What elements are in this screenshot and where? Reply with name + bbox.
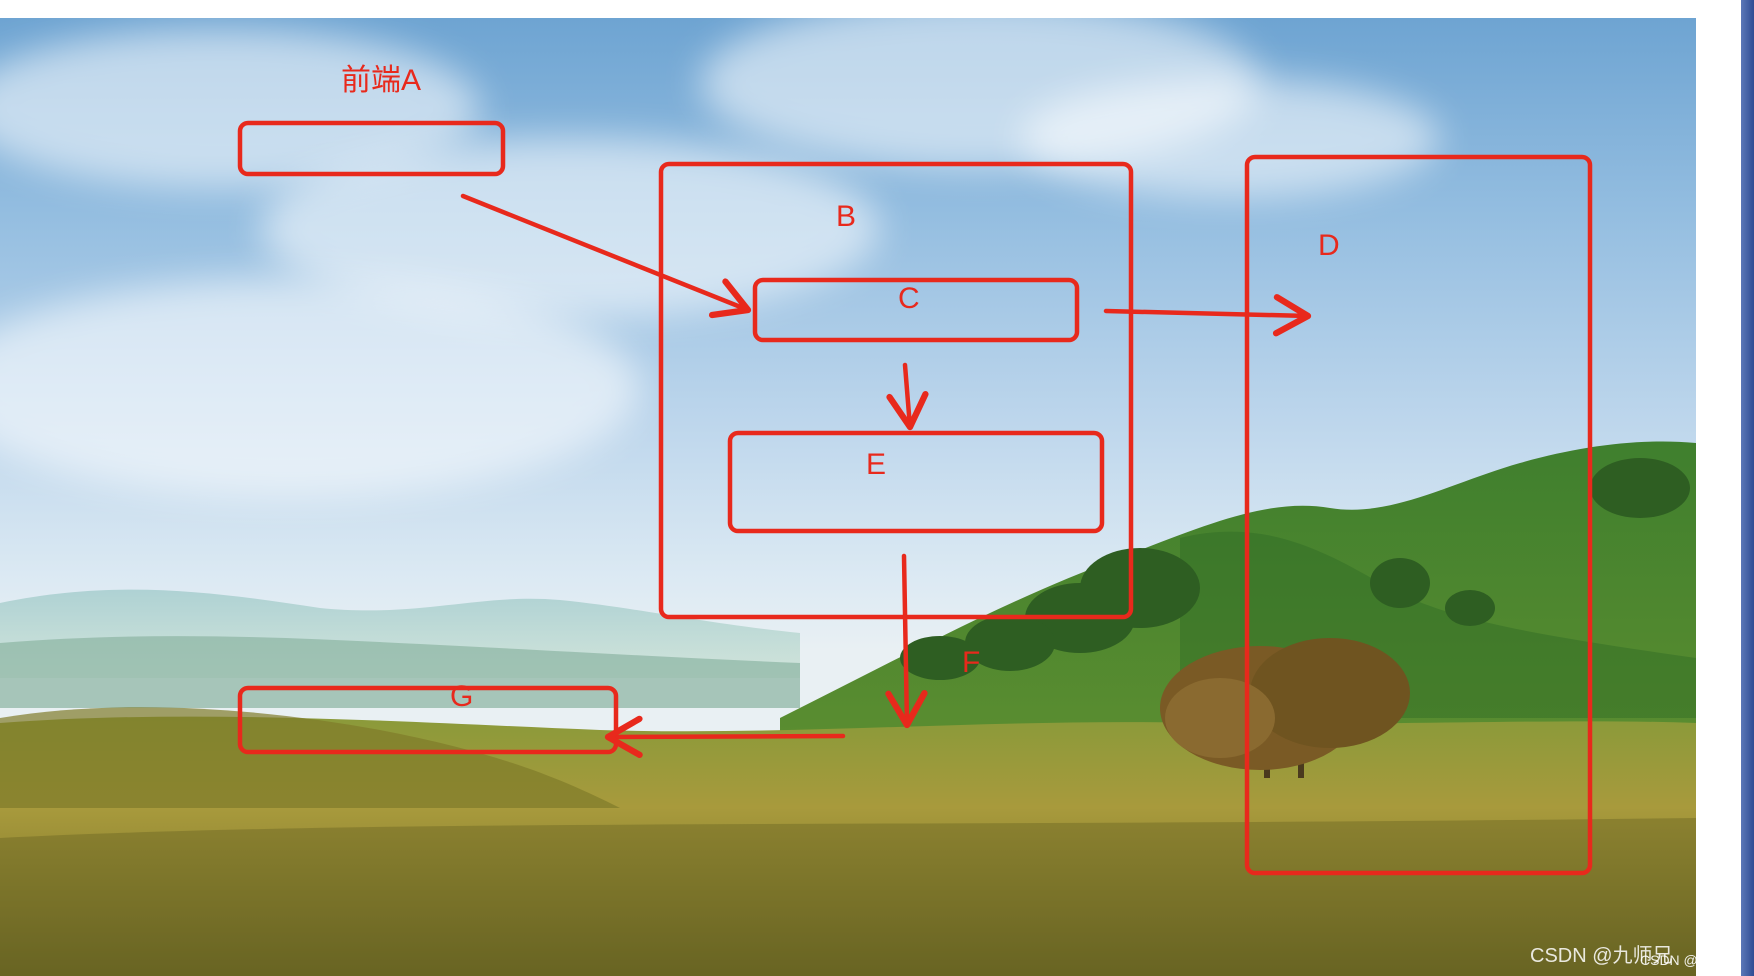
foreground-shade: [0, 818, 1696, 976]
node-f-label: F: [962, 646, 981, 679]
cloud: [0, 278, 640, 498]
watermark-secondary: CSDN @九师兄: [1640, 952, 1740, 968]
node-a-box: [237, 120, 506, 177]
node-d-box: [1244, 154, 1593, 876]
node-d-label: D: [1318, 229, 1340, 262]
arrow-f-to-g: [604, 715, 846, 759]
node-e-box: [727, 430, 1105, 534]
watermark-primary: CSDN @九师兄: [1530, 945, 1673, 967]
hills-and-grassland: [0, 441, 1696, 976]
node-b-box: [658, 161, 1134, 620]
node-g-label: G: [450, 680, 474, 713]
node-e-label: E: [866, 448, 887, 481]
left-knoll: [0, 707, 620, 808]
arrow-c-to-d: [1103, 294, 1312, 337]
node-c-box: [752, 277, 1080, 343]
forest: [900, 458, 1690, 680]
node-c-label: C: [898, 282, 920, 315]
arrow-c-to-e: [886, 362, 929, 431]
node-a-label: 前端A: [341, 64, 422, 97]
side-panel-edge: [1741, 0, 1754, 976]
cloud: [1020, 78, 1440, 198]
arrow-e-to-f: [885, 553, 928, 729]
big-hill: [780, 441, 1696, 778]
node-g-box: [237, 685, 619, 755]
node-b-label: B: [836, 200, 857, 233]
landscape-background: [0, 18, 1696, 976]
arrow-a-to-c: [460, 193, 752, 319]
